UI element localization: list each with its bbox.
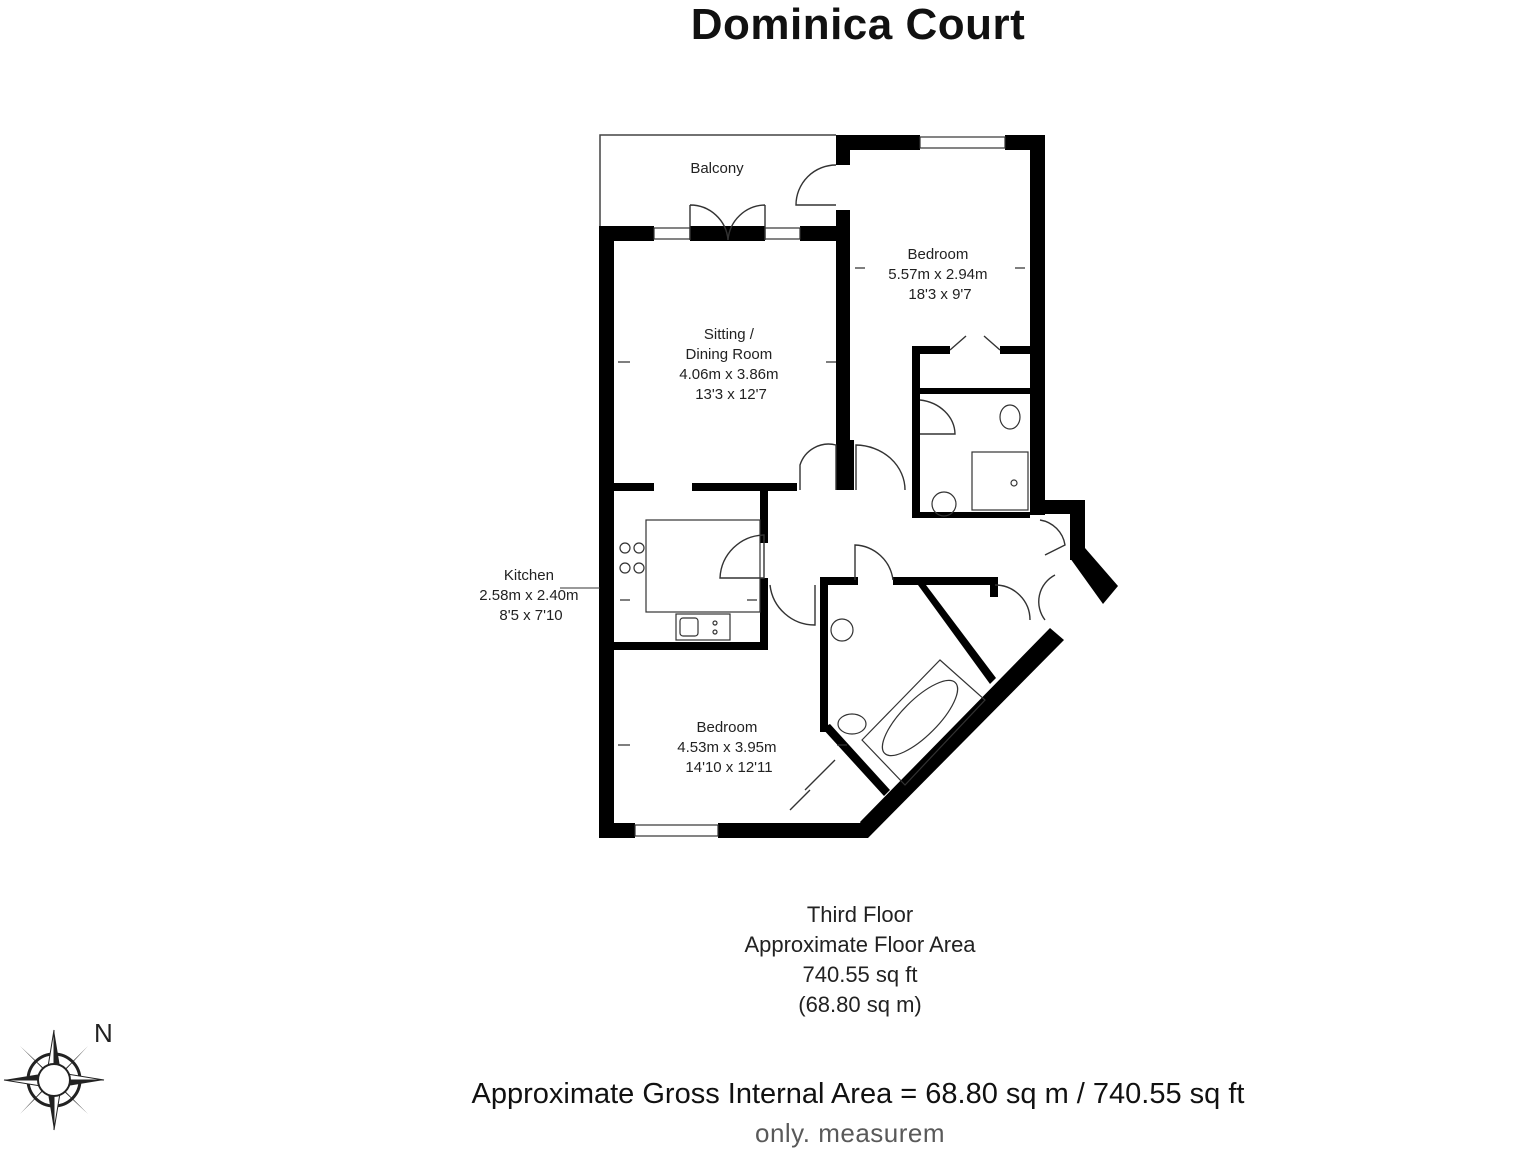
dimension-arrows bbox=[618, 267, 1025, 746]
shower-tray-icon bbox=[971, 451, 1029, 511]
wall-left bbox=[599, 226, 614, 838]
kitchen-fittings bbox=[619, 519, 761, 641]
wall-sitting-bottom-r bbox=[692, 483, 797, 491]
wall-bath-inner bbox=[918, 585, 996, 684]
wall-diag-lower bbox=[860, 628, 1064, 838]
wall-kitchen-bottom bbox=[614, 642, 768, 650]
floor-name: Third Floor bbox=[806, 902, 914, 927]
wall-bath-top-r bbox=[893, 577, 993, 585]
disclaimer: only. measurem bbox=[754, 1118, 946, 1148]
wall-bottom-left bbox=[599, 823, 635, 838]
windows bbox=[634, 136, 1006, 837]
toilet-icon bbox=[999, 404, 1021, 430]
wall-sitting-top-left bbox=[599, 226, 654, 241]
basin-icon bbox=[931, 491, 957, 517]
room-label-sitting: Sitting / Dining Room 4.06m x 3.86m 13'3… bbox=[679, 326, 782, 403]
room-label-balcony: Balcony bbox=[690, 160, 744, 177]
wall-bath-left bbox=[820, 577, 828, 732]
room-label-bedroom2: Bedroom 4.53m x 3.95m 14'10 x 12'11 bbox=[677, 719, 780, 776]
room-labels: Balcony Bedroom 5.57m x 2.94m 18'3 x 9'7… bbox=[479, 160, 991, 776]
balcony-outline bbox=[599, 134, 836, 226]
doors bbox=[689, 164, 1066, 811]
compass-rose-icon bbox=[3, 1029, 105, 1131]
hob-icon bbox=[619, 542, 631, 554]
wall-sitting-bottom bbox=[614, 483, 654, 491]
walls bbox=[599, 135, 1118, 838]
bath-icon bbox=[861, 659, 986, 786]
gross-internal-area: Approximate Gross Internal Area = 68.80 … bbox=[471, 1078, 1245, 1110]
floor-area-sqft: 740.55 sq ft bbox=[802, 962, 918, 987]
room-label-bedroom1: Bedroom 5.57m x 2.94m 18'3 x 9'7 bbox=[888, 246, 991, 303]
wall-bed1-top-left bbox=[836, 135, 920, 150]
floor-area-sqm: (68.80 sq m) bbox=[798, 992, 922, 1017]
bathroom-fittings bbox=[830, 404, 1029, 786]
plan-title: Dominica Court bbox=[690, 0, 1026, 49]
worktop bbox=[645, 519, 761, 613]
wall-bed1-cupboard-top-r bbox=[1000, 346, 1030, 354]
wall-kitchen-right-lower bbox=[760, 578, 768, 648]
wall-bed1-cupboard bbox=[912, 346, 920, 518]
wall-bath-diag bbox=[822, 724, 890, 796]
wall-right-upper bbox=[1030, 135, 1045, 515]
compass-north-label: N bbox=[94, 1018, 113, 1048]
floor-area-label: Approximate Floor Area bbox=[744, 932, 976, 957]
wall-cupboard-top bbox=[990, 577, 998, 597]
wall-ensuite-bottom bbox=[912, 512, 1030, 518]
wall-bed1-cupboard-top bbox=[912, 346, 950, 354]
room-label-kitchen: Kitchen 2.58m x 2.40m 8'5 x 7'10 bbox=[479, 567, 582, 624]
wall-bottom-right bbox=[718, 823, 868, 838]
wall-step-diag bbox=[1070, 548, 1118, 604]
wall-ensuite-top bbox=[912, 388, 1030, 394]
wall-bath-top bbox=[820, 577, 858, 585]
floor-info: Third Floor Approximate Floor Area 740.5… bbox=[700, 900, 1020, 1020]
wall-step-side bbox=[1070, 500, 1085, 560]
wall-bed1-left bbox=[836, 210, 850, 490]
sink-icon bbox=[675, 613, 731, 641]
wall-kitchen-right bbox=[760, 483, 768, 543]
wall-hall-pier bbox=[848, 440, 854, 490]
